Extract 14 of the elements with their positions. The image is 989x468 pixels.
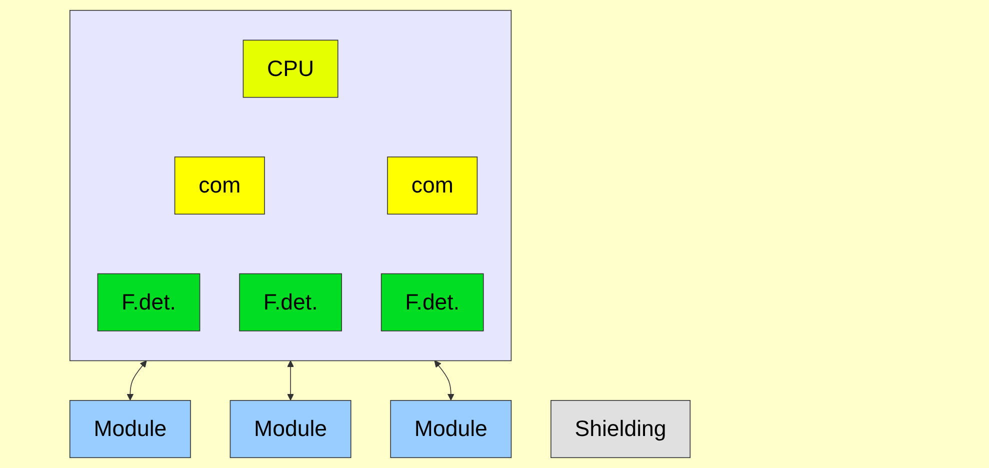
node-box: F.det. [380, 273, 484, 332]
node-box: Module [69, 400, 191, 458]
node-box: CPU [242, 40, 338, 98]
node-box: Module [390, 400, 512, 458]
node-box: F.det. [97, 273, 200, 332]
cluster [70, 10, 512, 362]
node-box: com [174, 156, 265, 215]
node-box: Shielding [550, 400, 691, 458]
node-box: Module [230, 400, 352, 458]
node-box: com [387, 156, 478, 215]
arrow [126, 360, 147, 400]
arrow [434, 360, 454, 400]
arrow [287, 360, 294, 400]
node-box: F.det. [239, 273, 342, 332]
